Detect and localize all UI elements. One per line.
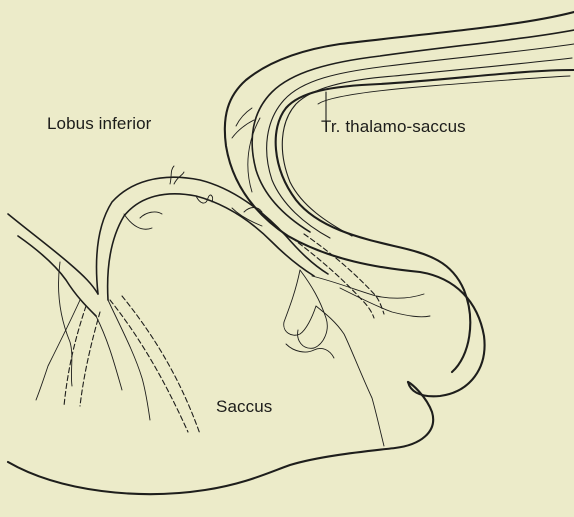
label-lobus-inferior: Lobus inferior [47,114,151,134]
arch-terminal-3 [124,212,162,229]
lobus-inferior-arch-inner [108,194,314,300]
left-branch-3 [96,316,122,390]
dashed-fiber-left-2 [80,312,100,406]
right-branch-knot [286,344,334,358]
left-branch-4 [108,300,150,420]
label-saccus: Saccus [216,397,272,417]
left-bundle-upper [8,214,98,294]
dashed-fiber-right-2 [304,234,384,314]
left-branch-2 [36,300,80,400]
arch-terminal-1 [170,166,184,184]
dashed-fiber-left-1 [64,306,86,406]
tract-inner-contour [276,70,574,372]
tract-ticks [232,108,254,138]
dashed-fiber-right-1 [292,238,374,318]
tract-fiber-3 [282,58,572,236]
left-bundle-lower [18,236,96,316]
right-branch-lower [340,288,430,317]
dashed-fiber-left-4 [122,296,200,434]
saccus-wall-outer [225,12,574,396]
label-tr-thalamo-saccus: Tr. thalamo-saccus [321,117,466,137]
